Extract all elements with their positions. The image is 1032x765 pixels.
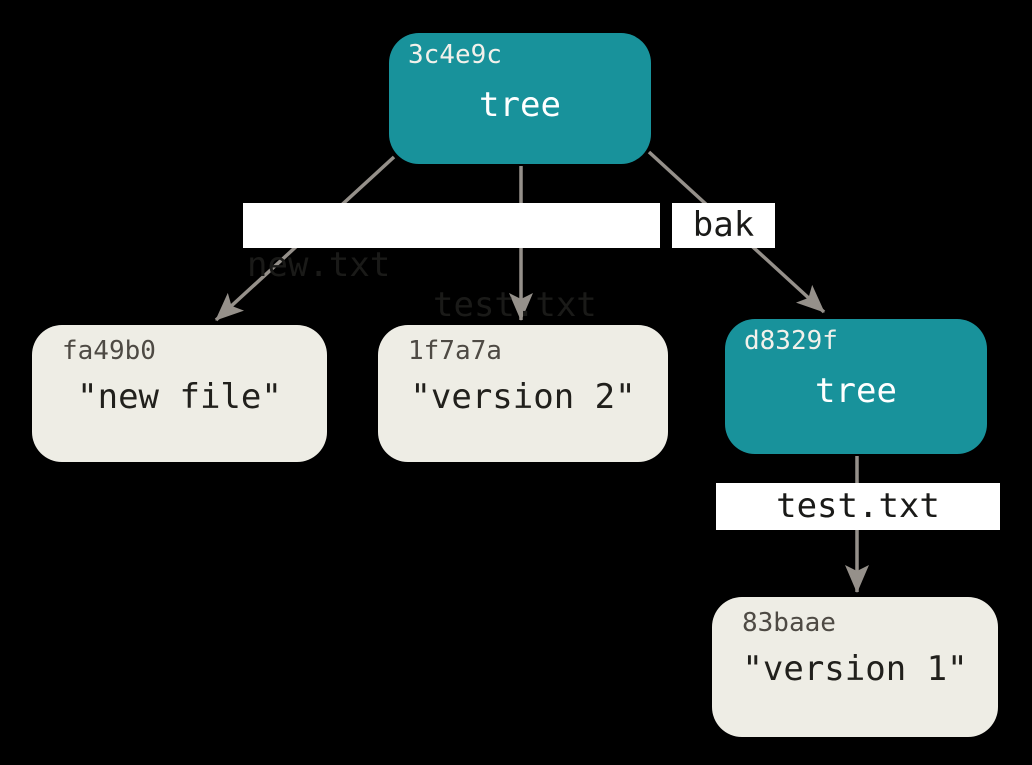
node-label: "version 2" — [410, 377, 636, 417]
node-hash: fa49b0 — [62, 336, 156, 366]
node-blob-new-file: fa49b0 "new file" — [32, 325, 327, 462]
node-hash: 1f7a7a — [408, 336, 502, 366]
edge-label-bak: bak — [672, 203, 775, 248]
node-hash: 83baae — [742, 608, 836, 638]
edge-label-test-txt-subtree: test.txt — [716, 483, 1000, 530]
node-hash: 3c4e9c — [408, 40, 502, 70]
node-blob-version-1: 83baae "version 1" — [712, 597, 998, 737]
node-root-tree: 3c4e9c tree — [389, 33, 651, 164]
node-blob-version-2: 1f7a7a "version 2" — [378, 325, 668, 462]
node-label: "version 1" — [742, 649, 968, 689]
node-label: tree — [479, 85, 561, 125]
edge-label-new-txt: new.txt — [247, 245, 391, 285]
node-sub-tree: d8329f tree — [725, 319, 987, 454]
edge-label-test-txt: test.txt — [433, 285, 597, 325]
node-label: "new file" — [77, 377, 282, 417]
node-label: tree — [815, 371, 897, 411]
edge-labels-strip: new.txt test.txt — [243, 203, 660, 325]
node-hash: d8329f — [744, 326, 838, 356]
